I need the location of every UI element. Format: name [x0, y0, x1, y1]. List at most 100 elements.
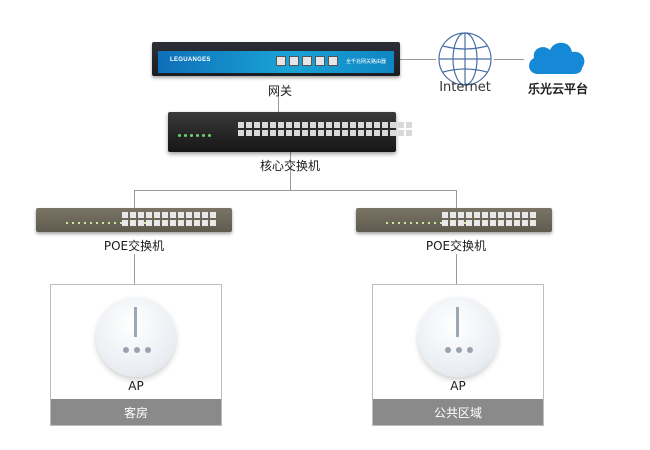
- gateway-port: [289, 56, 299, 66]
- switch-port: [146, 220, 152, 226]
- switch-port: [130, 220, 136, 226]
- switch-port: [374, 122, 380, 128]
- switch-port: [162, 212, 168, 218]
- switch-port: [210, 212, 216, 218]
- indicator-dot: [456, 347, 462, 353]
- access-point-device: [96, 297, 176, 377]
- poe-switch-left: [36, 208, 232, 232]
- switch-port: [278, 130, 284, 136]
- switch-port: [294, 122, 300, 128]
- switch-port: [406, 122, 412, 128]
- poe-switch-right: [356, 208, 552, 232]
- switch-port: [522, 212, 528, 218]
- switch-port: [238, 122, 244, 128]
- core-switch-label: 核心交换机: [259, 159, 320, 173]
- switch-port: [210, 220, 216, 226]
- switch-port: [514, 220, 520, 226]
- core-switch-leds: [178, 134, 211, 137]
- left-poe-link: [134, 190, 135, 208]
- switch-port: [122, 220, 128, 226]
- switch-port: [466, 212, 472, 218]
- switch-port: [366, 130, 372, 136]
- switch-port: [202, 220, 208, 226]
- switch-port: [458, 220, 464, 226]
- switch-port: [522, 220, 528, 226]
- left-ap-link: [134, 254, 135, 284]
- gateway-ports: [276, 56, 338, 66]
- switch-port: [374, 130, 380, 136]
- switch-port: [138, 212, 144, 218]
- ap-left-label: AP: [128, 379, 144, 393]
- switch-port: [482, 220, 488, 226]
- indicator-dot: [134, 347, 140, 353]
- poe-switch-ports: [442, 212, 536, 226]
- switch-port: [358, 130, 364, 136]
- right-ap-link: [456, 254, 457, 284]
- switch-port: [458, 212, 464, 218]
- switch-port: [270, 122, 276, 128]
- switch-port: [530, 220, 536, 226]
- status-led: [84, 222, 86, 224]
- status-led: [114, 222, 116, 224]
- indicator-dot: [467, 347, 473, 353]
- status-led: [464, 222, 466, 224]
- gateway-device: LEGUANGES 全千兆网关路由器: [152, 42, 400, 76]
- switch-port: [286, 122, 292, 128]
- switch-port: [326, 130, 332, 136]
- switch-port: [350, 130, 356, 136]
- switch-port: [262, 122, 268, 128]
- status-led: [416, 222, 418, 224]
- status-led: [386, 222, 388, 224]
- gateway-brand-logo: LEGUANGES: [170, 57, 211, 63]
- gateway-slogan: 全千兆网关路由器: [345, 59, 386, 65]
- internet-cloud-link: [494, 59, 524, 60]
- ap-logo-stripe: [456, 307, 459, 337]
- switch-port: [254, 122, 260, 128]
- status-led: [196, 134, 199, 137]
- indicator-dot: [445, 347, 451, 353]
- indicator-dot: [145, 347, 151, 353]
- gateway-port: [302, 56, 312, 66]
- switch-port: [302, 122, 308, 128]
- switch-port: [506, 212, 512, 218]
- switch-port: [398, 122, 404, 128]
- switch-port: [442, 220, 448, 226]
- status-led: [434, 222, 436, 224]
- switch-port: [498, 220, 504, 226]
- switch-port: [326, 122, 332, 128]
- switch-port: [154, 212, 160, 218]
- poe-switch-left-label: POE交换机: [103, 239, 165, 253]
- distribution-bus: [134, 190, 456, 191]
- internet-label: Internet: [439, 80, 491, 95]
- gateway-port: [328, 56, 338, 66]
- switch-port: [358, 122, 364, 128]
- switch-port: [342, 122, 348, 128]
- switch-port: [474, 212, 480, 218]
- status-led: [90, 222, 92, 224]
- switch-port: [270, 130, 276, 136]
- switch-port: [318, 130, 324, 136]
- right-poe-link: [456, 190, 457, 208]
- switch-port: [390, 130, 396, 136]
- ap-indicator-dots: [123, 347, 151, 353]
- core-trunk-link: [290, 152, 291, 190]
- switch-port: [294, 130, 300, 136]
- switch-port: [490, 212, 496, 218]
- switch-port: [350, 122, 356, 128]
- room-name-right: 公共区域: [373, 399, 543, 425]
- status-led: [96, 222, 98, 224]
- ap-logo-stripe: [134, 307, 137, 337]
- gateway-label: 网关: [267, 84, 292, 98]
- switch-port: [334, 130, 340, 136]
- switch-port: [278, 122, 284, 128]
- switch-port: [450, 212, 456, 218]
- switch-port: [310, 130, 316, 136]
- switch-port: [202, 212, 208, 218]
- status-led: [178, 134, 181, 137]
- cloud-platform-label: 乐光云平台: [527, 82, 588, 96]
- switch-port: [318, 122, 324, 128]
- switch-port: [482, 212, 488, 218]
- switch-port: [194, 220, 200, 226]
- switch-port: [178, 212, 184, 218]
- globe-icon: [438, 32, 492, 86]
